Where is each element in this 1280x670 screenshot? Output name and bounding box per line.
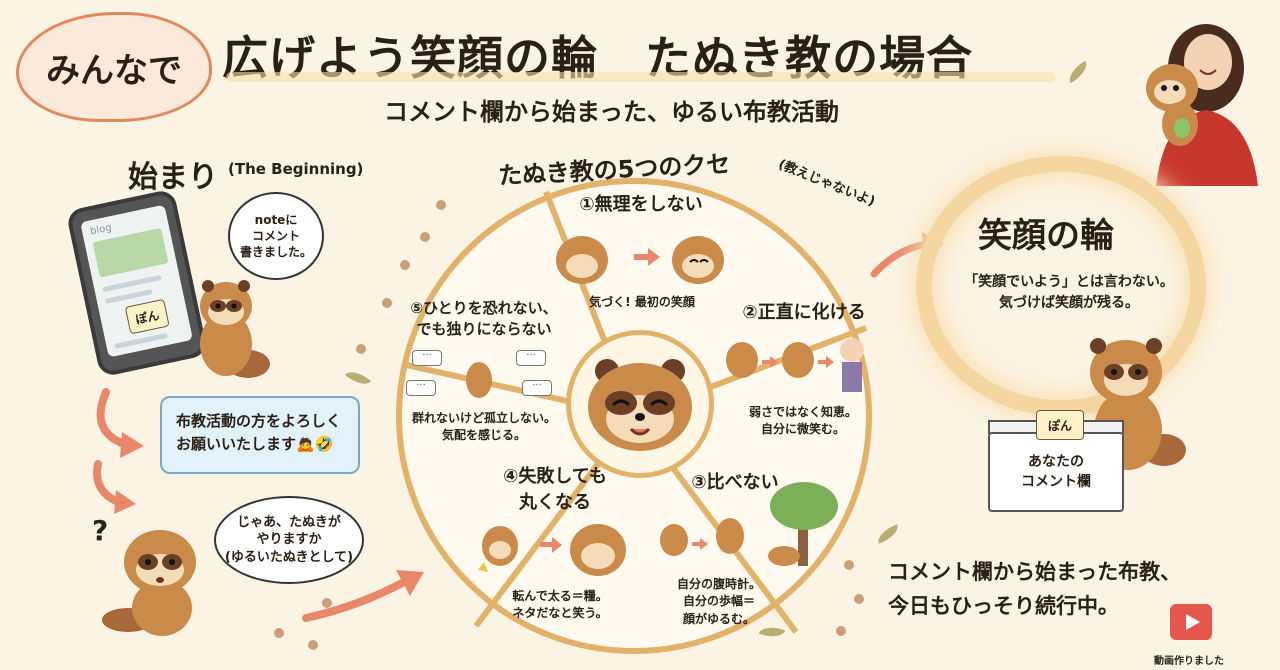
footer-message: コメント欄から始まった布教、 今日もひっそり続行中。 bbox=[888, 556, 1181, 623]
note-bubble-line: 書きました。 bbox=[239, 245, 312, 260]
blog-text-line bbox=[102, 274, 162, 293]
paw-print-icon bbox=[836, 626, 846, 636]
reply-thought-bubble: じゃあ、たぬきが やりますか (ゆるいたぬきとして) bbox=[214, 496, 364, 584]
request-line: 布教活動の方をよろしく bbox=[176, 412, 342, 430]
badge-text: みんなで bbox=[46, 50, 182, 91]
caption-line: 自分の腹時計。 bbox=[676, 577, 761, 591]
chat-bubble-icon: ··· bbox=[522, 380, 552, 396]
arrow-icon bbox=[93, 388, 144, 514]
paw-print-icon bbox=[844, 560, 854, 570]
habit-1-caption: 気づく! 最初の笑顔 bbox=[589, 295, 695, 309]
request-line: お願いいたします🙇🤣 bbox=[176, 435, 334, 454]
blog-label: blog bbox=[89, 222, 113, 238]
caption-line: 自分に微笑む。 bbox=[760, 422, 845, 437]
tanuki-face-icon bbox=[588, 359, 692, 451]
video-play-icon[interactable] bbox=[1170, 604, 1212, 640]
habit-1-title: ①無理をしない bbox=[579, 194, 703, 215]
caption-line: ネタだなと笑う。 bbox=[512, 606, 608, 621]
footer-line: 今日もひっそり続行中。 bbox=[888, 593, 1119, 618]
chat-bubble-icon: ··· bbox=[406, 380, 436, 396]
phone-screen: blog ぽん bbox=[80, 204, 193, 358]
question-mark-icon: ? bbox=[92, 514, 109, 547]
note-bubble-line: noteに bbox=[254, 212, 298, 227]
footer-line: コメント欄から始まった布教、 bbox=[888, 560, 1182, 584]
leaf-icon bbox=[1064, 60, 1092, 84]
leaf-icon bbox=[344, 365, 372, 391]
tanuki-posting-illustration bbox=[1068, 330, 1188, 480]
chat-bubble-icon: ··· bbox=[412, 350, 442, 366]
habit-1-illustration bbox=[552, 226, 732, 288]
paw-print-icon bbox=[382, 298, 392, 308]
habit-3-illustration bbox=[650, 480, 840, 572]
smile-ring-title: 笑顔の輪 bbox=[978, 216, 1114, 256]
habit-3-caption: 自分の腹時計。 自分の歩幅＝ 顔がゆるむ。 bbox=[664, 576, 774, 628]
habit-5-title: ⑤ひとりを恐れない、 でも独りにならない bbox=[396, 298, 572, 340]
smile-desc-line: 「笑顔でいよう」とは言わない。 bbox=[964, 274, 1174, 290]
caption-line: 群れないけど孤立しない。 bbox=[411, 411, 556, 425]
habit-4-title-line2: 丸くなる bbox=[519, 492, 591, 513]
caption-line: 自分の歩幅＝ bbox=[682, 594, 755, 609]
note-bubble-line: コメント bbox=[251, 228, 300, 243]
reply-line: (ゆるいたぬきとして) bbox=[224, 549, 354, 565]
caption-line: 気配を感じる。 bbox=[441, 428, 526, 443]
habit-2-title: ②正直に化ける bbox=[742, 302, 866, 323]
note-comment-bubble: noteに コメント 書きました。 bbox=[228, 192, 324, 280]
comment-box-line: コメント欄 bbox=[1021, 474, 1091, 490]
pon-card: ぽん bbox=[1036, 410, 1084, 440]
paw-print-icon bbox=[436, 200, 446, 210]
habit-2-illustration bbox=[722, 330, 872, 396]
habit-2-caption: 弱さではなく知恵。 自分に微笑む。 bbox=[738, 404, 868, 439]
habit-5-title-line1: ⑤ひとりを恐れない、 bbox=[410, 299, 558, 317]
paw-print-icon bbox=[420, 232, 430, 242]
paw-print-icon bbox=[274, 628, 284, 638]
paw-print-icon bbox=[322, 598, 332, 608]
caption-line: 顔がゆるむ。 bbox=[682, 611, 755, 626]
chat-bubble-icon: ··· bbox=[516, 350, 546, 366]
beginning-title: 始まり bbox=[128, 160, 218, 195]
leaf-icon bbox=[874, 524, 902, 544]
wheel-center bbox=[566, 330, 714, 478]
arrow-icon bbox=[302, 570, 424, 622]
reply-line: やりますか bbox=[256, 532, 322, 548]
caption-line: 弱さではなく知恵。 bbox=[748, 405, 857, 419]
pon-card: ぽん bbox=[124, 298, 170, 335]
woman-with-tanuki-illustration bbox=[1134, 10, 1260, 186]
title-underline bbox=[226, 72, 1056, 82]
paw-print-icon bbox=[308, 640, 318, 650]
caption-line: 転んで太る＝糧。 bbox=[512, 589, 608, 603]
comment-box-line: あなたの bbox=[1028, 453, 1084, 470]
habit-5-illustration: ··· ··· ··· ··· bbox=[406, 350, 556, 402]
pon-text: ぽん bbox=[134, 307, 161, 327]
tanuki-back-icon bbox=[466, 362, 492, 398]
habit-4-illustration bbox=[474, 510, 634, 582]
habit-5-caption: 群れないけど孤立しない。 気配を感じる。 bbox=[404, 410, 564, 445]
blog-image-placeholder bbox=[92, 227, 169, 278]
page-subtitle: コメント欄から始まった、ゆるい布教活動 bbox=[384, 98, 840, 126]
habit-3-title: ③比べない bbox=[691, 472, 779, 493]
habit-4-title-line1: ④失敗しても bbox=[503, 466, 607, 487]
badge-bubble: みんなで bbox=[16, 12, 212, 122]
pon-text: ぽん bbox=[1047, 418, 1072, 433]
paw-print-icon bbox=[400, 260, 410, 270]
request-message-box: 布教活動の方をよろしく お願いいたします🙇🤣 bbox=[160, 396, 360, 474]
habit-5-title-line2: でも独りにならない bbox=[416, 320, 552, 338]
comment-box: あなたの コメント欄 bbox=[988, 432, 1124, 512]
video-label: 動画作りました bbox=[1154, 656, 1224, 667]
beginning-title-en: (The Beginning) bbox=[228, 160, 364, 178]
smile-desc-line: 気づけば笑顔が残る。 bbox=[999, 295, 1139, 311]
paw-print-icon bbox=[854, 594, 864, 604]
habit-4-title: ④失敗しても 丸くなる bbox=[500, 462, 610, 514]
smile-ring-desc: 「笑顔でいよう」とは言わない。 気づけば笑顔が残る。 bbox=[950, 272, 1188, 314]
blog-text-line bbox=[114, 332, 169, 349]
tanuki-pointing-illustration bbox=[186, 272, 276, 380]
tanuki-thinking-illustration bbox=[98, 516, 208, 636]
paw-print-icon bbox=[356, 344, 366, 354]
reply-line: じゃあ、たぬきが bbox=[237, 514, 341, 530]
habit-4-caption: 転んで太る＝糧。 ネタだなと笑う。 bbox=[500, 588, 620, 623]
